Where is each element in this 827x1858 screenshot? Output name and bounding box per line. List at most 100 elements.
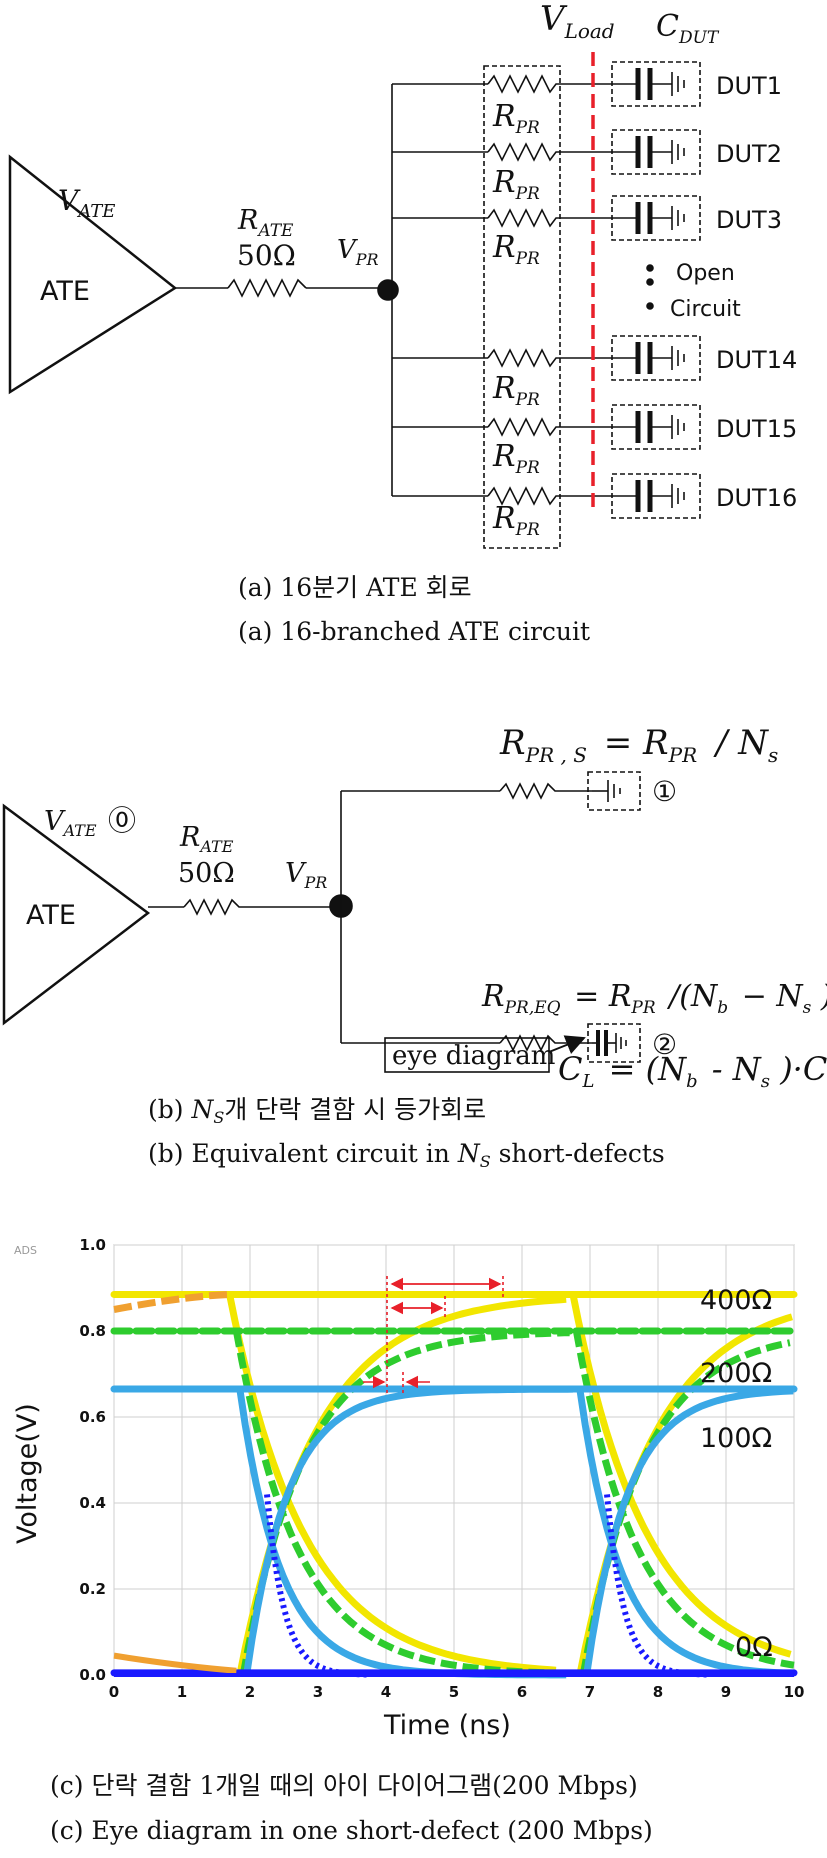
caption-c-en: (c) Eye diagram in one short-defect (200…: [50, 1816, 653, 1845]
r-ate-label: R: [237, 205, 258, 236]
v-ate-label-b: V: [44, 806, 66, 837]
x-tick-label: 8: [653, 1683, 663, 1701]
y-tick-label: 1.0: [79, 1236, 106, 1254]
series-rise-edge: [243, 1385, 574, 1676]
svg-text:CDUT: CDUT: [656, 9, 720, 48]
x-tick-label: 0: [109, 1683, 119, 1701]
r-ate-sub-b: ATE: [198, 837, 233, 856]
dut-label: DUT14: [716, 346, 797, 374]
svg-text:RPR,EQ = RPR /(Nb: RPR,EQ = RPR /(Nb − Ns ): [481, 979, 827, 1021]
c-dut-sub: DUT: [678, 28, 720, 48]
v-pr-label-b: V: [285, 858, 307, 889]
caption-a-en: (a) 16-branched ATE circuit: [238, 617, 590, 646]
label-0: 0Ω: [735, 1632, 773, 1663]
eq1-tail-sub: s: [768, 743, 778, 767]
dut-label: DUT1: [716, 72, 782, 100]
x-axis-label: Time (ns): [383, 1710, 511, 1741]
x-tick-label: 3: [313, 1683, 323, 1701]
eye-diagram-box: [384, 1037, 550, 1073]
r-ate-value-b: 50Ω: [178, 858, 235, 889]
r-pr-sub: PR: [515, 118, 540, 138]
v-ate-sub-b: ATE: [62, 821, 97, 840]
series-fall-edge: [569, 1293, 792, 1658]
svg-text:RATE: RATE: [179, 822, 234, 856]
ellipsis-dot: [646, 278, 654, 286]
eq3-mid-sub: s: [761, 1071, 770, 1092]
eq2-lhs: R: [481, 979, 505, 1014]
eq2-end-sub: s: [803, 998, 812, 1018]
svg-text:VPR: VPR: [285, 858, 327, 892]
svg-text:CL = (Nb - Ns: CL = (Nb - Ns )·C: [558, 1050, 827, 1095]
node-1: ①: [652, 775, 677, 808]
r-pr-s-resistor: [499, 782, 592, 800]
svg-text:VATE: VATE: [44, 806, 97, 840]
dut-label: DUT3: [716, 206, 782, 234]
x-tick-label: 5: [449, 1683, 459, 1701]
eq3-mid: - N: [712, 1050, 762, 1088]
svg-text:VLoad: VLoad: [540, 0, 615, 43]
node-2: ②: [652, 1028, 677, 1061]
svg-text:VATE: VATE: [58, 184, 115, 222]
eq2-rhs-sub: PR: [630, 998, 655, 1018]
r-pr-label: R: [492, 230, 516, 265]
r-pr-label: R: [492, 165, 516, 200]
v-ate-label: V: [58, 184, 81, 217]
r-ate-value: 50Ω: [237, 239, 296, 272]
r-pr-sub: PR: [515, 458, 540, 478]
r-pr-sub: PR: [515, 390, 540, 410]
dut-capacitors: [600, 61, 701, 519]
eq3-rhs: = (N: [609, 1050, 687, 1088]
y-tick-label: 0.2: [79, 1580, 106, 1598]
figure-b-labels: ATE VATE ⓪ RATE 50Ω VPR ① ② RPR , S = RP…: [26, 723, 827, 1171]
node-0: ⓪: [108, 804, 136, 837]
x-tick-label: 6: [517, 1683, 527, 1701]
y-axis-label: Voltage(V): [12, 1403, 43, 1544]
eq1-lhs-sub: PR , S: [525, 743, 587, 767]
caption-b-kr-post: 개 단락 결함 시 등가회로: [224, 1095, 486, 1124]
eye-diagram-arrow: [548, 1035, 586, 1054]
r-pr-sub: PR: [515, 249, 540, 269]
x-tick-label: 2: [245, 1683, 255, 1701]
eq2-rhs: = R: [574, 979, 631, 1014]
caption-b-en-post: short-defects: [491, 1139, 665, 1168]
vpr-node: [377, 279, 399, 301]
svg-text:RPR , S = RPR / Ns: RPR , S = RPR / Ns: [499, 723, 778, 771]
svg-text:RPR: RPR: [492, 99, 540, 138]
dut-label: DUT15: [716, 415, 797, 443]
r-pr-eq-resistor: [499, 1034, 592, 1052]
load-cap-box: [587, 1023, 641, 1063]
y-tick-label: 0.4: [79, 1494, 106, 1512]
r-ate-sub: ATE: [256, 221, 294, 241]
svg-text:(b) Equivalent circuit in NS s: (b) Equivalent circuit in NS short-defec…: [148, 1139, 665, 1171]
x-tick-label: 4: [381, 1683, 391, 1701]
y-tick-label: 0.6: [79, 1408, 106, 1426]
svg-text:RPR: RPR: [492, 165, 540, 204]
eq2-end: − N: [742, 979, 805, 1014]
series-fall-edge: [226, 1293, 557, 1674]
eq1-rhs-sub: PR: [668, 743, 698, 767]
r-pr-sub: PR: [515, 184, 540, 204]
y-ticks: 0.00.20.40.60.81.0: [79, 1236, 106, 1684]
circuit-label: Circuit: [670, 297, 741, 322]
svg-text:(b) NS개 단락 결함 시 등가회로: (b) NS개 단락 결함 시 등가회로: [148, 1095, 486, 1127]
eq2-tail: /(N: [666, 979, 719, 1014]
curves: [110, 1290, 798, 1679]
r-pr-label: R: [492, 439, 516, 474]
v-pr-label: V: [337, 235, 358, 265]
ellipsis-dot: [646, 302, 654, 310]
r-pr-label: R: [492, 371, 516, 406]
caption-b-kr-ns-sub: S: [213, 1108, 224, 1127]
settling-markers: [363, 1276, 504, 1395]
caption-c-kr: (c) 단락 결함 1개일 때의 아이 다이어그램(200 Mbps): [50, 1771, 638, 1800]
caption-b-kr-ns: N: [190, 1095, 214, 1124]
svg-text:VPR: VPR: [337, 235, 379, 269]
label-100: 100Ω: [700, 1423, 772, 1454]
v-pr-sub-b: PR: [304, 873, 328, 892]
eq1-rhs: = R: [604, 723, 669, 763]
series-400-orange-low: [113, 1652, 237, 1674]
eq1-lhs: R: [499, 723, 526, 763]
r-pr-sub: PR: [515, 520, 540, 540]
label-200: 200Ω: [700, 1358, 772, 1389]
